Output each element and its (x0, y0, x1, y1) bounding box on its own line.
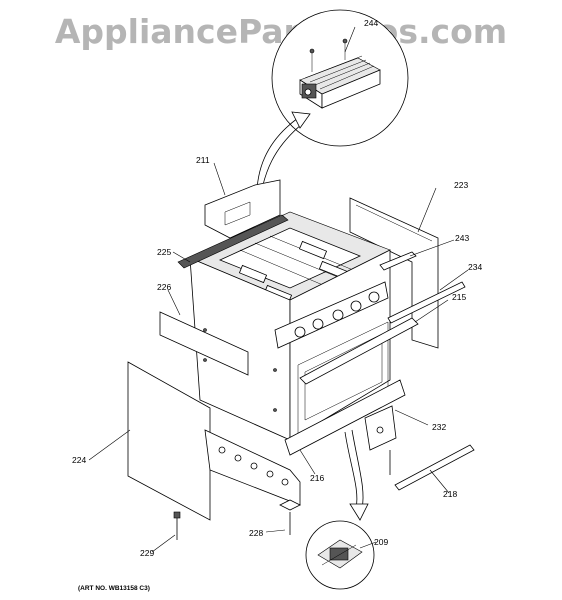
callout-229: 229 (140, 548, 154, 558)
magnified-detail-244 (271, 9, 409, 147)
callout-223: 223 (454, 180, 468, 190)
part-225-rail (177, 214, 289, 269)
part-243-trim (379, 251, 417, 271)
callout-labels: 244 211 223 225 243 226 234 215 224 232 … (72, 18, 482, 558)
callout-234: 234 (468, 262, 482, 272)
detail-arrow-209 (344, 429, 369, 521)
callout-211: 211 (196, 155, 210, 165)
part-211-rear-panel (204, 179, 281, 239)
part-229-leveling-leg (173, 511, 181, 540)
base-plate (204, 429, 301, 506)
part-216-kick-plate (284, 379, 406, 456)
callout-224: 224 (72, 455, 86, 465)
callout-244: 244 (364, 18, 378, 28)
part-218-rail (394, 444, 475, 491)
callout-215: 215 (452, 292, 466, 302)
callout-232: 232 (432, 422, 446, 432)
callout-218: 218 (443, 489, 457, 499)
art-number: (ART NO. WB13158 C3) (78, 585, 150, 592)
callout-216: 216 (310, 473, 324, 483)
callout-226: 226 (157, 282, 171, 292)
leader-lines (88, 26, 469, 553)
callout-209: 209 (374, 537, 388, 547)
magnified-detail-209 (305, 520, 375, 590)
part-232-bracket (364, 405, 397, 475)
callout-243: 243 (455, 233, 469, 243)
part-215-handle (299, 317, 419, 385)
callout-225: 225 (157, 247, 171, 257)
part-226-strip (159, 311, 249, 376)
callout-228: 228 (249, 528, 263, 538)
part-228-leveling-leg (279, 499, 301, 535)
part-224-side-panel (127, 361, 211, 521)
part-234-handle (387, 281, 466, 324)
